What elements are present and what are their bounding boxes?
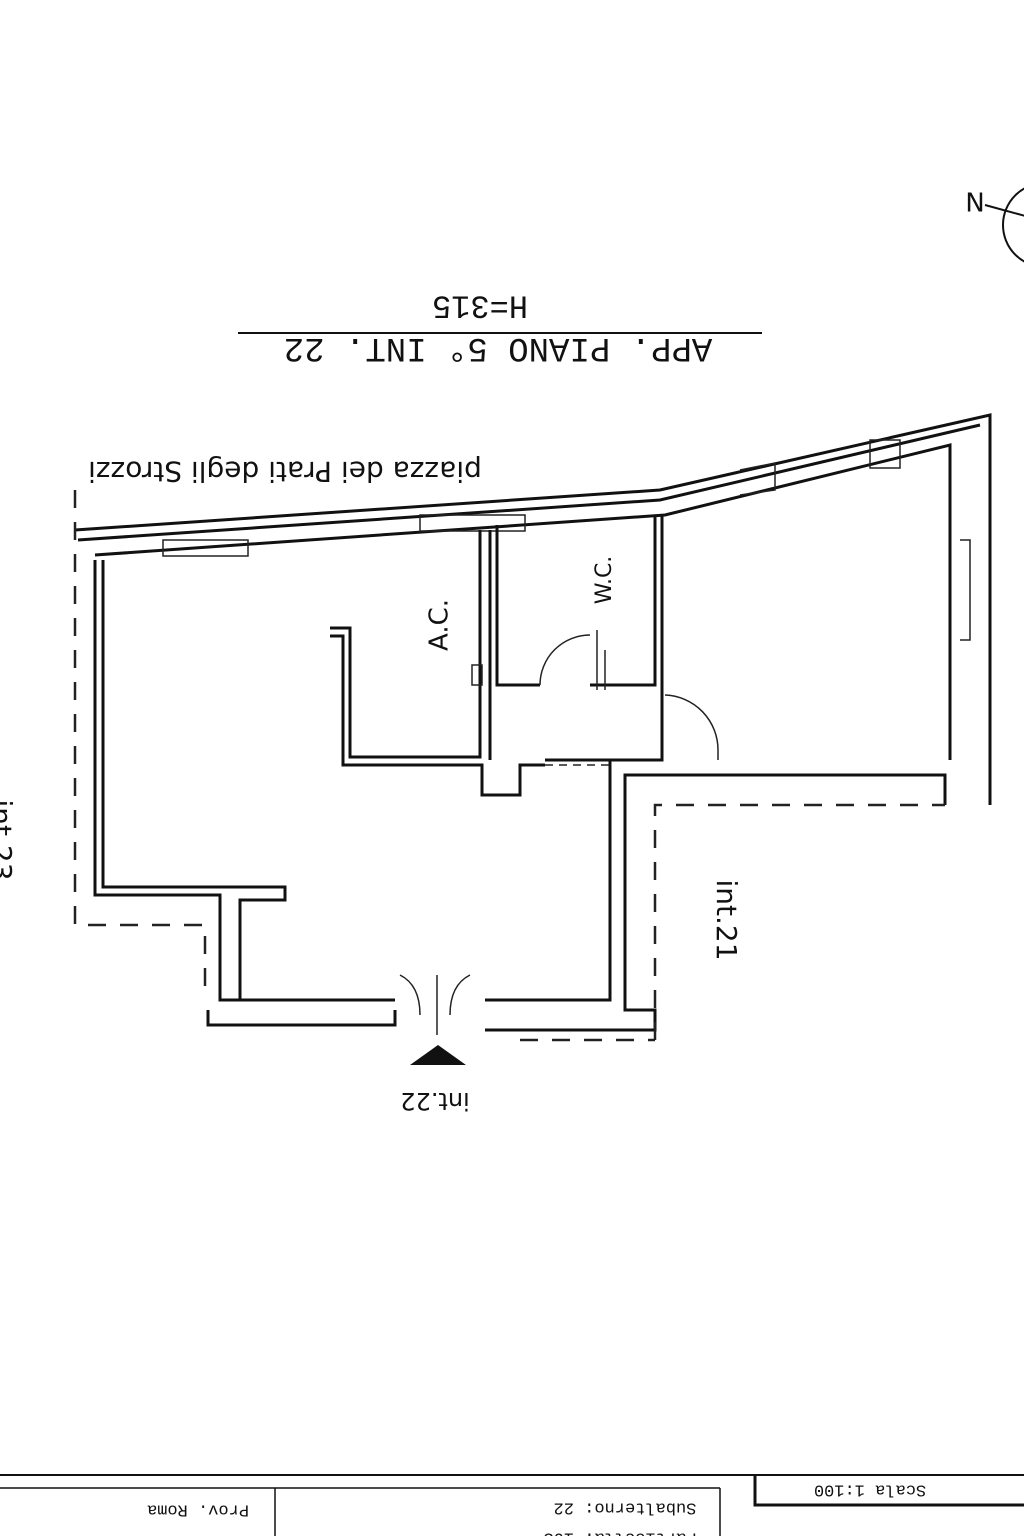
neighbor-boundaries (73, 490, 945, 1042)
wc-room-label: W.C. (592, 556, 617, 605)
neighbor-int21-label: int.21 (710, 879, 743, 960)
scale-label: Scala 1:100 (814, 1480, 926, 1499)
height-label: H=315 (432, 287, 528, 324)
entrance-arrow-icon (410, 1045, 466, 1065)
ac-room-label: A.C. (425, 599, 455, 651)
title-block (0, 1474, 1024, 1536)
province-label: Prov. Roma (147, 1500, 249, 1519)
entrance-label: int.22 (400, 1087, 469, 1115)
north-label: N (965, 186, 984, 216)
ac-room-walls (330, 530, 545, 797)
subalterno-label: Subalterno: 22 (554, 1498, 697, 1517)
living-room-walls (93, 560, 947, 1035)
facade-wall (74, 413, 992, 805)
neighbor-int23-label: int.23 (0, 799, 18, 880)
particella-label: Particella: 103 (543, 1528, 696, 1536)
street-label: piazza dei Prati degli Strozzi (88, 455, 482, 488)
plan-title: APP. PIANO 5° INT. 22 (284, 328, 712, 366)
north-compass-icon (984, 187, 1024, 263)
wc-room-walls (471, 515, 719, 766)
